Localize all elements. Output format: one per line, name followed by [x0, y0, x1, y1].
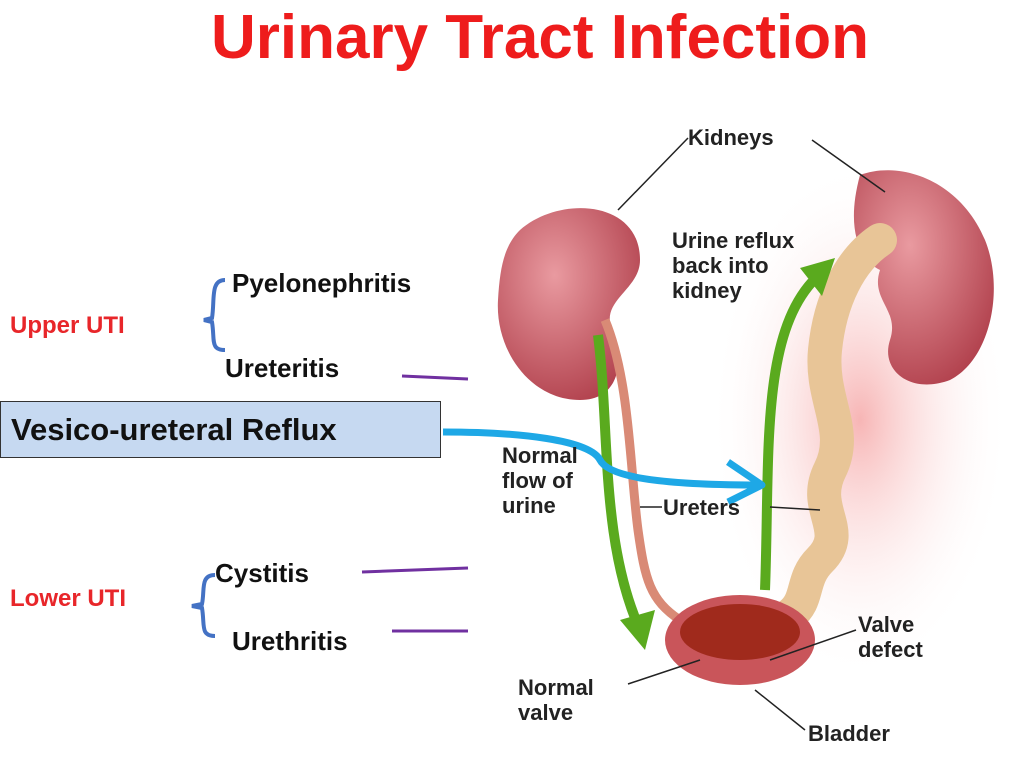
normal-flow-label: Normal flow of urine [502, 443, 578, 518]
ureteritis-connector [401, 374, 469, 381]
bladder-label: Bladder [808, 721, 890, 746]
page-title: Urinary Tract Infection [210, 3, 870, 72]
right-kidney [853, 170, 994, 385]
cystitis-connector [361, 566, 469, 574]
reflux-pointer-arrow [442, 428, 761, 489]
valve-defect-label: Valve defect [858, 612, 923, 662]
normal-flow-arrow [593, 334, 645, 633]
pyelonephritis-label: Pyelonephritis [232, 268, 412, 298]
upper-brace-icon [203, 278, 226, 352]
lower-brace-icon [191, 573, 216, 638]
cystitis-label: Cystitis [215, 558, 309, 588]
vesico-ureteral-reflux-label: Vesico-ureteral Reflux [11, 412, 337, 447]
normal-valve-label: Normal valve [518, 675, 594, 725]
upper-uti-label: Upper UTI [10, 312, 125, 339]
urethritis-label: Urethritis [232, 626, 348, 656]
reflux-arrow [760, 278, 816, 591]
right-ureter-dilated [773, 223, 897, 632]
left-ureter [600, 318, 683, 624]
ureters-label: Ureters [663, 495, 741, 520]
kidneys-label: Kidneys [688, 125, 774, 150]
reflux-label: Urine reflux back into kidney [672, 228, 795, 303]
vesico-ureteral-reflux-box: Vesico-ureteral Reflux [0, 401, 441, 458]
lower-uti-label: Lower UTI [10, 585, 127, 612]
ureteritis-label: Ureteritis [225, 353, 340, 383]
